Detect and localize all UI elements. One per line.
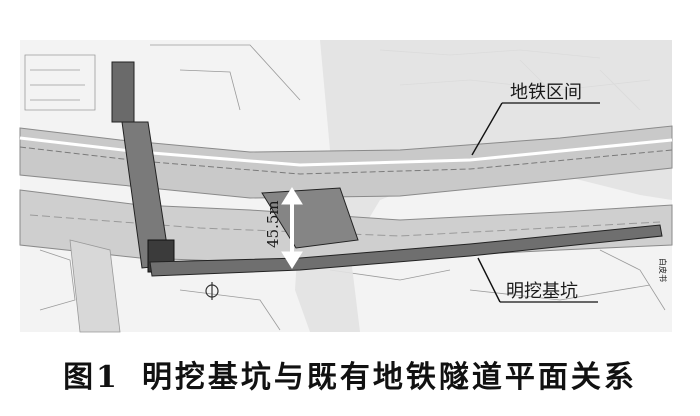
open-pit-vertical bbox=[111, 61, 175, 273]
compass-symbol bbox=[205, 282, 219, 300]
label-open-pit: 明挖基坑 bbox=[506, 281, 578, 302]
dimension-label: 45.5m bbox=[264, 200, 282, 248]
side-text: 白皮书 bbox=[658, 258, 668, 282]
leader-pit bbox=[477, 257, 501, 303]
label-metro-section: 地铁区间 bbox=[510, 82, 582, 103]
figure-title: 明挖基坑与既有地铁隧道平面关系 bbox=[141, 360, 637, 395]
figure-caption: 图1 明挖基坑与既有地铁隧道平面关系 bbox=[0, 352, 700, 396]
metro-tunnel-line bbox=[19, 136, 673, 167]
dimension-arrow bbox=[281, 187, 303, 269]
open-pit-horizontal bbox=[149, 224, 663, 277]
leader-metro bbox=[471, 102, 503, 156]
left-road bbox=[69, 239, 121, 333]
figure-number: 图1 bbox=[63, 360, 120, 395]
upper-road-band bbox=[19, 125, 673, 199]
tunnel-centerline bbox=[19, 146, 673, 175]
